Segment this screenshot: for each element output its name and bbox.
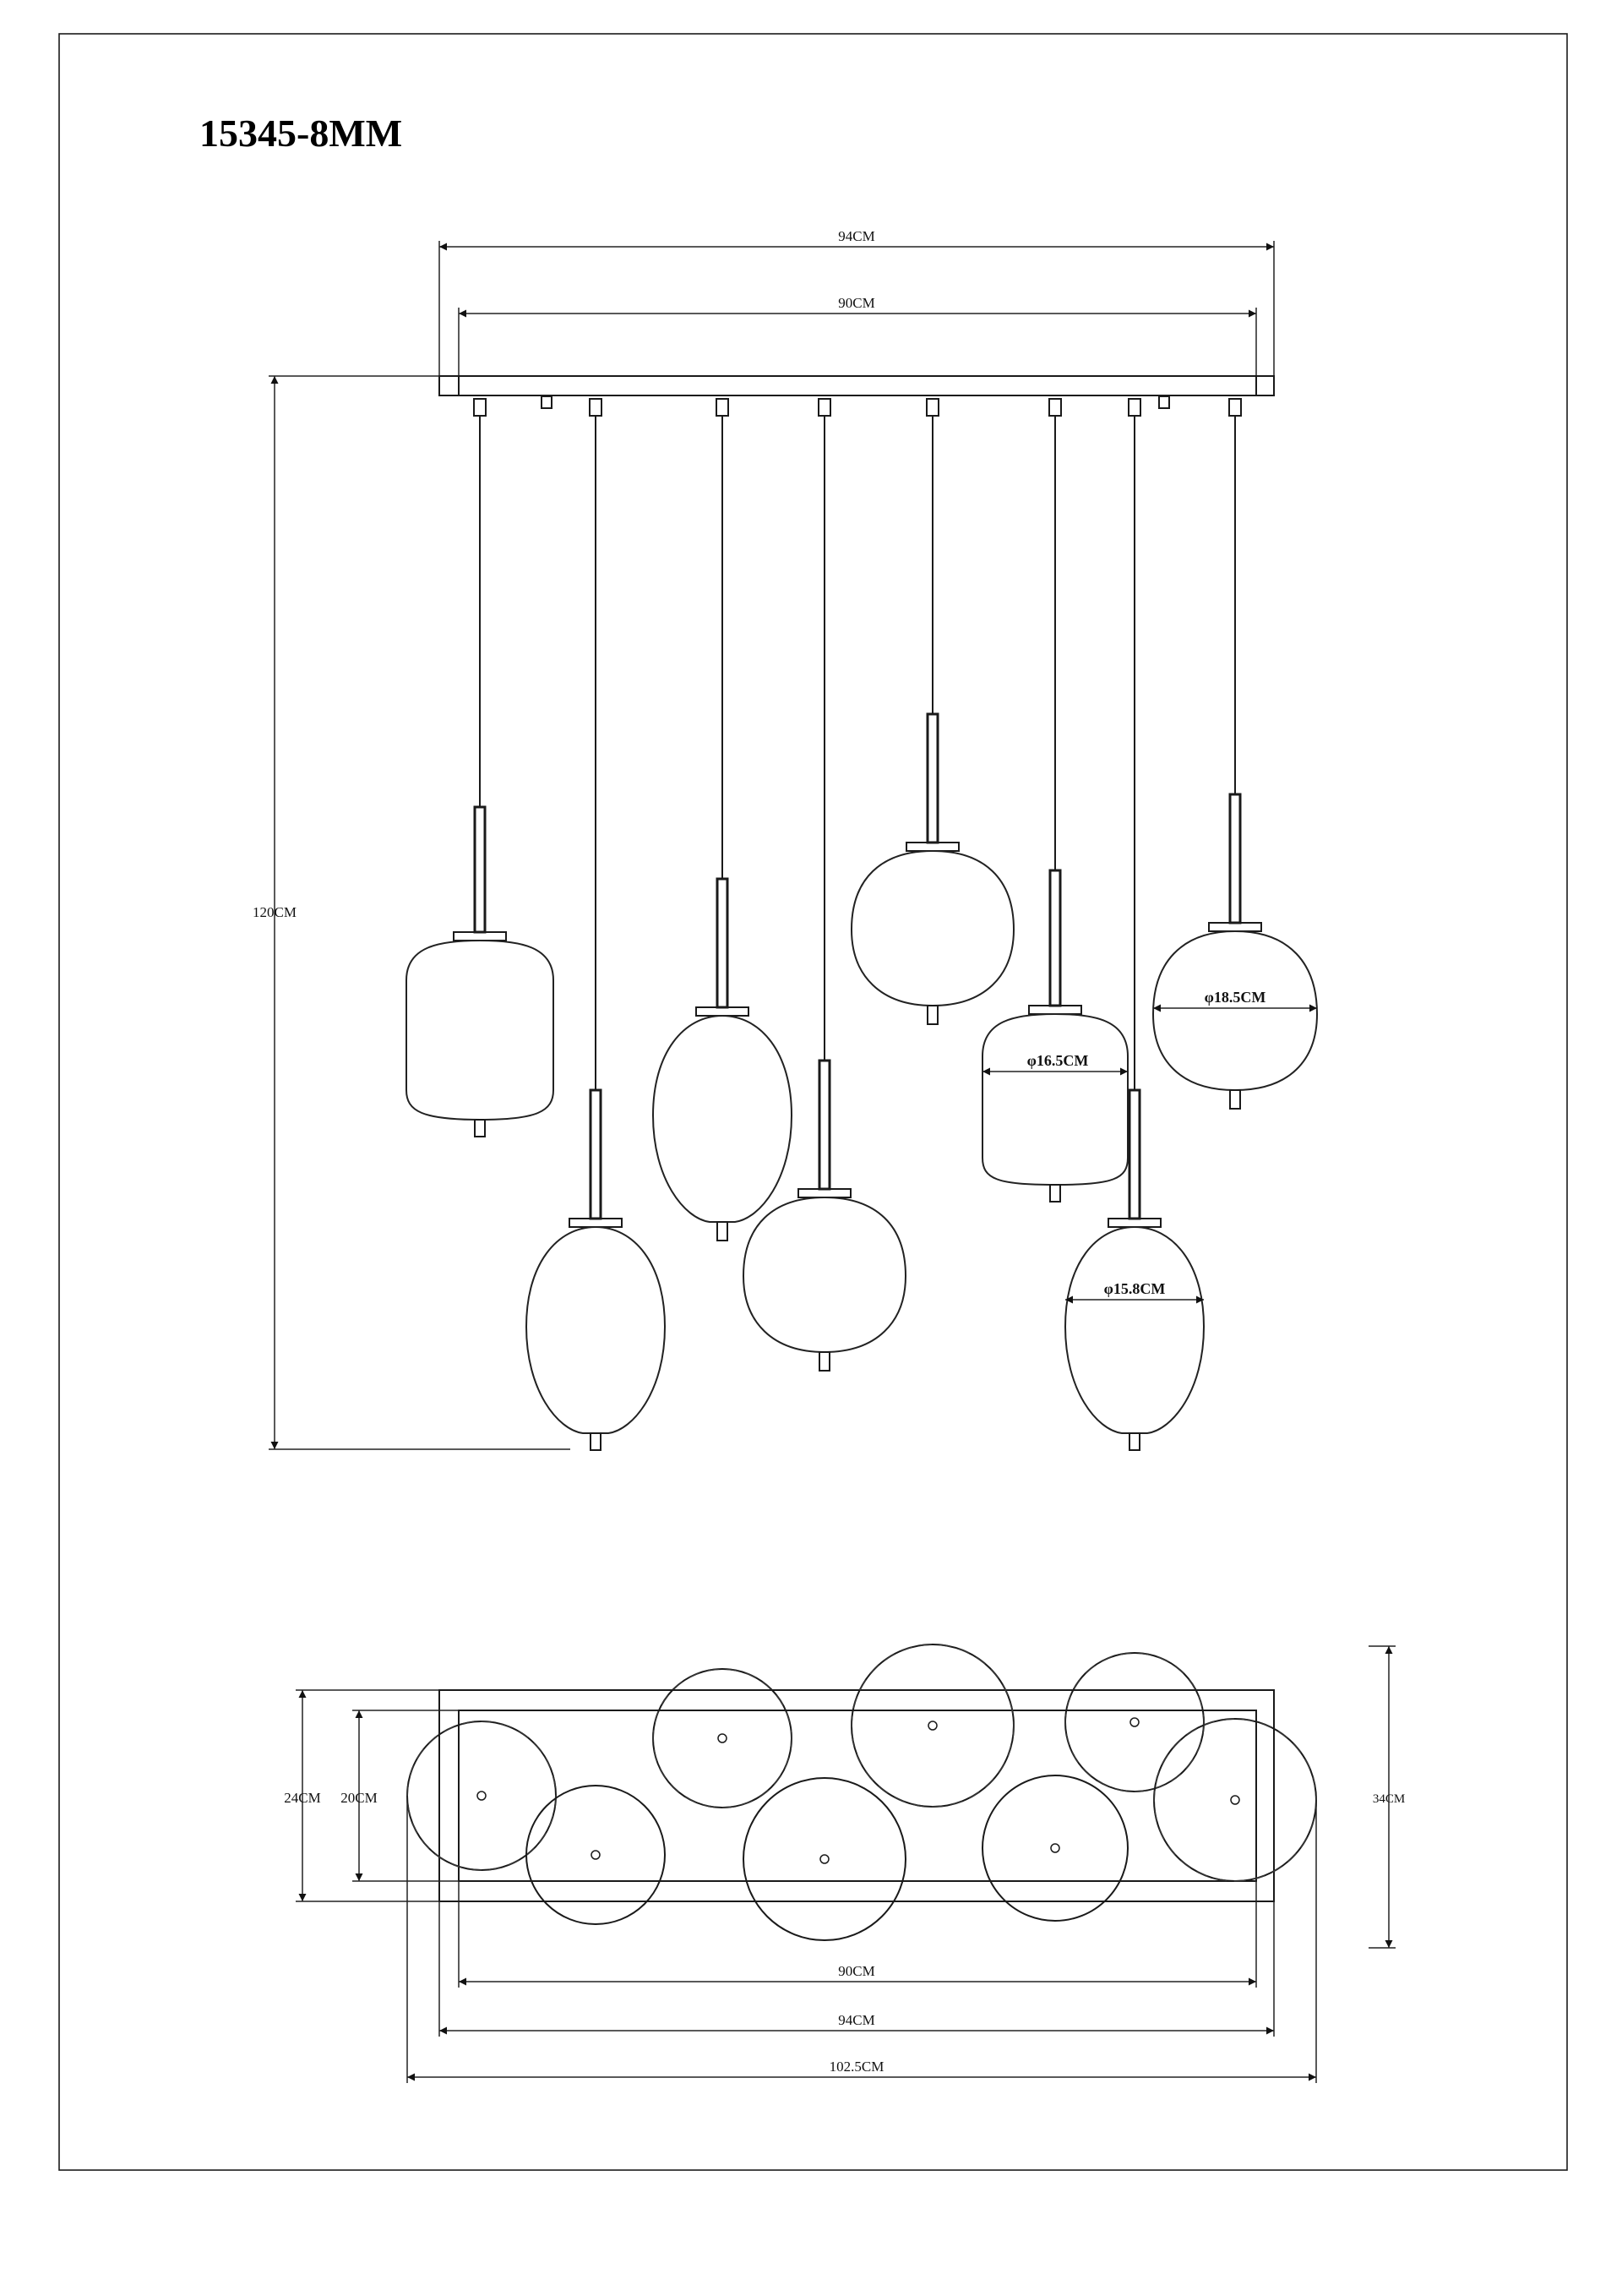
dim-label-d16-5: φ16.5CM	[1027, 1052, 1089, 1069]
plan-outer-rect	[438, 1689, 1275, 1902]
pendant-5	[850, 398, 1015, 1025]
dim-label-34: 34CM	[1373, 1792, 1405, 1806]
mounting-screw	[1158, 395, 1170, 409]
dim-label-90: 90CM	[838, 295, 874, 311]
dim-label-d15-8: φ15.8CM	[1104, 1280, 1166, 1297]
dim-label-d18-5: φ18.5CM	[1205, 989, 1266, 1006]
dim-label-94: 94CM	[838, 228, 874, 244]
ceiling-canopy-plate	[438, 375, 1275, 396]
pendant-7: φ15.8CM	[1064, 398, 1206, 1451]
drawing-frame	[58, 33, 1568, 2171]
model-title: 15345-8MM	[199, 112, 402, 155]
pendant-8: φ18.5CM	[1151, 398, 1319, 1110]
pendant-3	[651, 398, 793, 1241]
pendant-6: φ16.5CM	[982, 398, 1129, 1203]
pendant-1	[406, 398, 554, 1137]
pendant-4	[742, 398, 907, 1372]
mounting-screw	[541, 395, 552, 409]
plan-inner-rect	[458, 1710, 1257, 1882]
pendant-2	[525, 398, 667, 1451]
dim-label-24: 24CM	[284, 1790, 320, 1806]
dim-label-plan-90: 90CM	[838, 1963, 874, 1979]
dim-label-plan-94: 94CM	[838, 2012, 874, 2028]
dim-label-20: 20CM	[340, 1790, 377, 1806]
dim-label-plan-102-5: 102.5CM	[830, 2059, 884, 2075]
plan-view: 24CM 20CM 34CM 90CM 94CM 102.5CM	[284, 1644, 1405, 2083]
elevation-view: 94CM 90CM 120CM	[253, 228, 1319, 1451]
dim-label-120: 120CM	[253, 904, 297, 920]
